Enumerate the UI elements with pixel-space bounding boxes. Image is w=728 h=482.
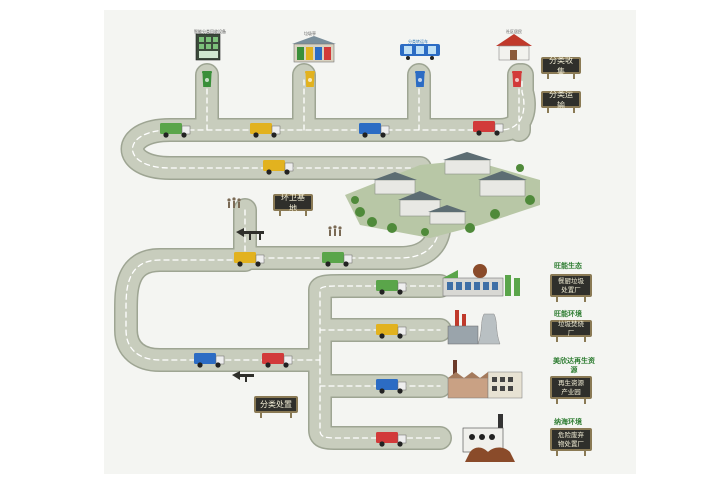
sign-collection: 分类收集	[541, 55, 581, 79]
company-name-1: 旺能生态	[554, 262, 582, 270]
facility-sign-3: 再生资源产业园	[550, 376, 592, 404]
station-label-home: 社区居民	[506, 29, 522, 34]
sign-collection-text: 分类收集	[549, 55, 573, 76]
facility-sign-2-text: 垃圾焚烧厂	[558, 319, 584, 337]
hazard-plant-icon	[462, 414, 515, 462]
sign-disposal: 分类处置	[254, 396, 298, 418]
factory-icon	[442, 264, 520, 297]
sign-disposal-text: 分类处置	[260, 400, 292, 409]
station-house	[496, 34, 532, 61]
road-surface	[114, 63, 536, 450]
station-label-truck: 分类转运车	[408, 39, 428, 44]
recycling-plant-icon	[447, 360, 523, 399]
sign-base-text: 环卫基地	[281, 192, 305, 213]
company-name-4: 纳海环境	[554, 418, 582, 426]
facility-sign-4-text: 危险废弃物处置厂	[558, 430, 584, 448]
sign-base: 环卫基地	[273, 192, 313, 216]
company-name-2: 旺能环境	[554, 310, 582, 318]
people-icon	[227, 197, 342, 236]
arrow-left-sign-icon	[232, 228, 264, 382]
facility-sign-1-text: 餐厨垃圾处置厂	[558, 276, 584, 294]
station-transfer-truck	[400, 44, 440, 60]
station-booth	[292, 36, 336, 63]
facility-sign-1: 餐厨垃圾处置厂	[550, 274, 592, 302]
facility-sign-2: 垃圾焚烧厂	[550, 319, 592, 342]
facility-sign-4: 危险废弃物处置厂	[550, 428, 592, 456]
sign-transport-text: 分类运输	[549, 89, 573, 110]
facility-sign-3-text: 再生资源产业园	[558, 378, 584, 396]
trash-bin-icon	[202, 71, 522, 87]
station-kiosk	[195, 33, 221, 61]
garbage-truck-icon	[160, 121, 504, 447]
incinerator-icon	[447, 310, 501, 345]
station-label-kiosk: 智能分类回收设备	[194, 29, 226, 34]
sign-transport: 分类运输	[541, 89, 581, 113]
sanitation-base-building	[345, 152, 540, 238]
station-label-booth: 垃圾亭	[304, 31, 316, 36]
company-name-3: 美欣达再生资源	[553, 357, 595, 374]
